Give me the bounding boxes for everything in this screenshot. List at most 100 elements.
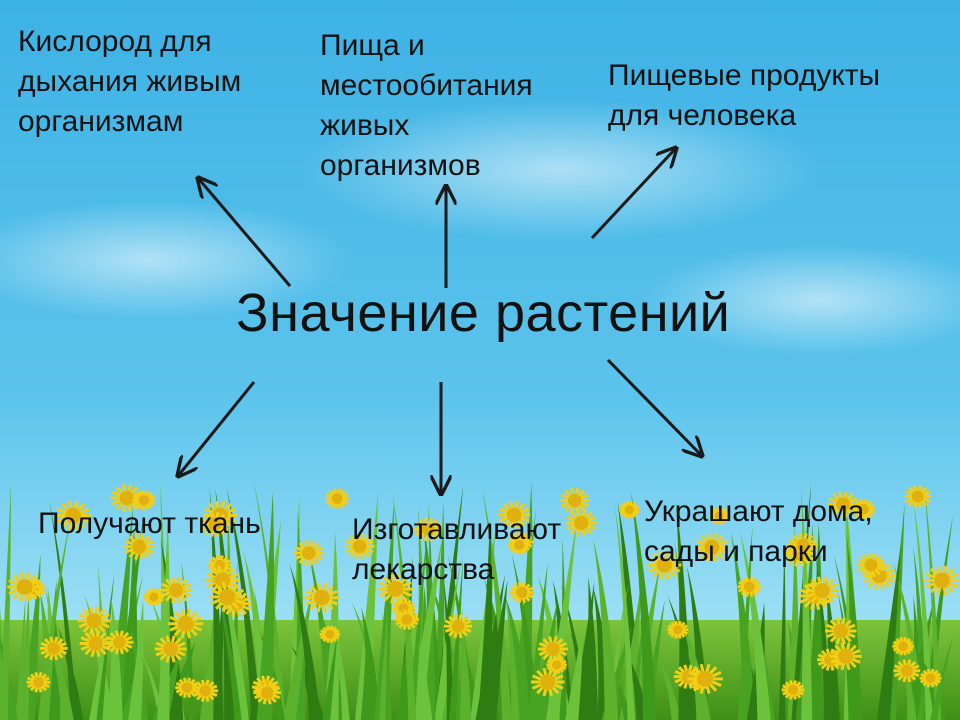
grass-blade [730,532,756,720]
dandelion-flower [304,583,340,613]
grass-blade [136,643,166,720]
grass-blade [19,591,30,720]
dandelion-flower [79,629,112,658]
grass-blade [107,597,123,720]
dandelion-flower [924,565,960,596]
dandelion-flower [559,487,590,514]
dandelion-flower [619,501,640,519]
grass-blade [675,501,691,720]
dandelion-flower [737,576,762,597]
dandelion-flower [856,552,886,578]
grass-blade [482,489,512,720]
dandelion-flower [154,635,187,663]
grass-blade [737,524,753,720]
grass-blade [923,514,954,720]
grass-blade [930,635,954,720]
dandelion-flower [497,500,531,529]
dandelion-flower [110,484,144,512]
arrow-to-fabric [178,381,256,476]
arrows [178,148,702,494]
grass-blade [57,625,84,720]
grass-blade [157,514,170,720]
dandelion-flower [827,491,859,518]
node-line: живых [320,109,410,142]
grass-blade [256,491,275,720]
dandelion-flower [319,625,340,644]
dandelion-flower [26,672,51,693]
dandelion-flower [143,588,164,606]
grass-blade [209,489,224,720]
dandelion-flower [192,679,219,702]
grass-blade [630,492,657,720]
diagram-center-title: Значение растений [236,283,731,343]
node-line: организмам [18,105,184,138]
dandelion-flower [825,617,857,645]
dandelion-flower [565,509,598,537]
node-oxygen: Кислород для дыхания живым организмам [18,22,241,142]
grass-blade [396,556,433,720]
dandelion-flower [893,659,921,683]
grass-blade [379,603,388,720]
grass-blade [654,647,681,720]
node-decorate: Украшают дома, сады и парки [644,492,873,572]
dandelion-flower [39,636,68,661]
dandelion-flower [168,608,204,639]
grass-blade [322,632,338,720]
dandelion-flower [508,535,531,555]
grass-blade [48,606,61,720]
node-line: Кислород для [18,25,212,58]
grass-blade [120,526,138,720]
arrow-to-oxygen [198,178,292,287]
node-fabric: Получают ткань [38,504,261,544]
dandelion-flower [695,533,729,562]
grass-blade [128,599,144,720]
node-line: Пищевые продукты [608,59,881,92]
grass-blade [913,498,934,720]
grass-blade [199,583,218,720]
dandelion-flower [293,540,324,566]
grass-blade [560,584,590,720]
dandelion-flower [788,532,818,559]
grass-blade [506,602,520,720]
dandelion-flower [851,499,876,520]
dandelion-flower [904,485,932,508]
dandelion-flower [829,642,862,671]
dandelion-flower [781,680,805,700]
node-line: организмов [320,149,481,182]
grass-blade [565,625,583,720]
cloud [300,100,820,240]
dandelion-flower [209,581,246,613]
node-line: сады и парки [644,535,828,568]
dandelion-flower [892,636,914,656]
dandelion-flower [175,677,199,698]
grass-blade [443,575,455,720]
node-line: Изготавливают [352,513,562,546]
grass-blade [218,569,249,720]
dandelion-flower [77,606,111,635]
grass-blade [282,584,314,720]
dandelion-flower [55,500,91,531]
node-line: Пища и [320,29,425,62]
dandelion-flower [377,574,413,604]
dandelion-flower [537,636,568,662]
dandelion-flower [443,614,473,639]
grass-blade [478,521,493,720]
grass-blade [614,501,635,720]
dandelion-flower [509,582,535,604]
dandelion-flower [687,663,723,694]
grass-blade [778,545,786,720]
grass-blade [37,516,71,720]
grass-blade [482,579,508,720]
grass-blade [374,501,395,720]
dandelion-flower [344,533,375,560]
grass-blade [593,538,619,720]
grass-blade [846,535,862,720]
node-line: для человека [608,99,797,132]
grass-blade [876,544,901,720]
node-food-habitat: Пища и местообитания живых организмов [320,26,533,186]
grass-blade [324,530,339,720]
dandelion-flower [325,488,350,510]
node-line: лекарства [352,553,495,586]
grass-blade [449,558,464,720]
grass-blade [583,576,598,720]
